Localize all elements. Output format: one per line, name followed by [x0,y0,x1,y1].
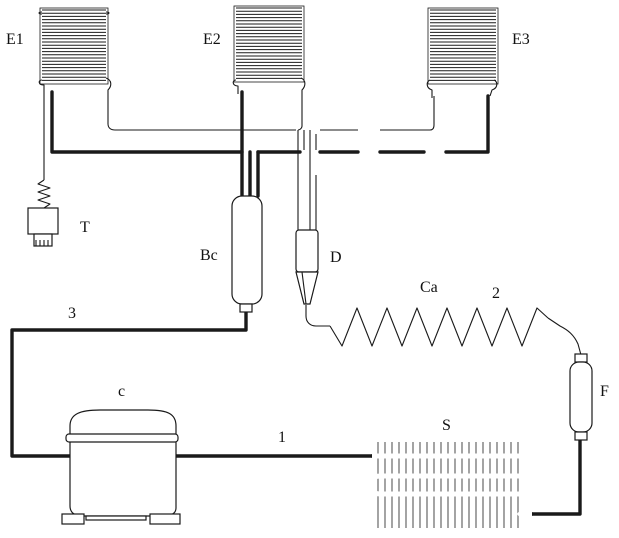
label-3: 3 [68,305,76,322]
accumulator-bc [231,195,263,313]
label-d: D [330,249,342,266]
label-e2: E2 [203,31,221,48]
compressor-c [61,409,181,525]
thin-tubing [37,92,582,356]
evaporator-e3-coil [427,7,499,85]
label-e1: E1 [6,31,24,48]
thermostat-t [27,207,59,247]
evaporator-e1 [38,7,112,96]
drier-d [295,229,319,305]
label-2: 2 [492,285,500,302]
evaporator-e2 [232,5,306,96]
capillary-tube-ca [329,307,549,347]
evaporator-e1-coil [39,7,109,85]
label-bc: Bc [200,247,218,264]
label-s: S [442,417,451,434]
thick-tubing [10,90,582,516]
label-e3: E3 [512,31,530,48]
label-1: 1 [278,429,286,446]
label-ca: Ca [420,279,438,296]
label-c: c [118,383,125,400]
filter-f [569,353,593,441]
evaporator-e3 [426,7,499,98]
label-f: F [600,383,609,400]
condenser-s [368,442,534,528]
evaporator-e2-coil [233,5,305,83]
label-t: T [80,219,90,236]
